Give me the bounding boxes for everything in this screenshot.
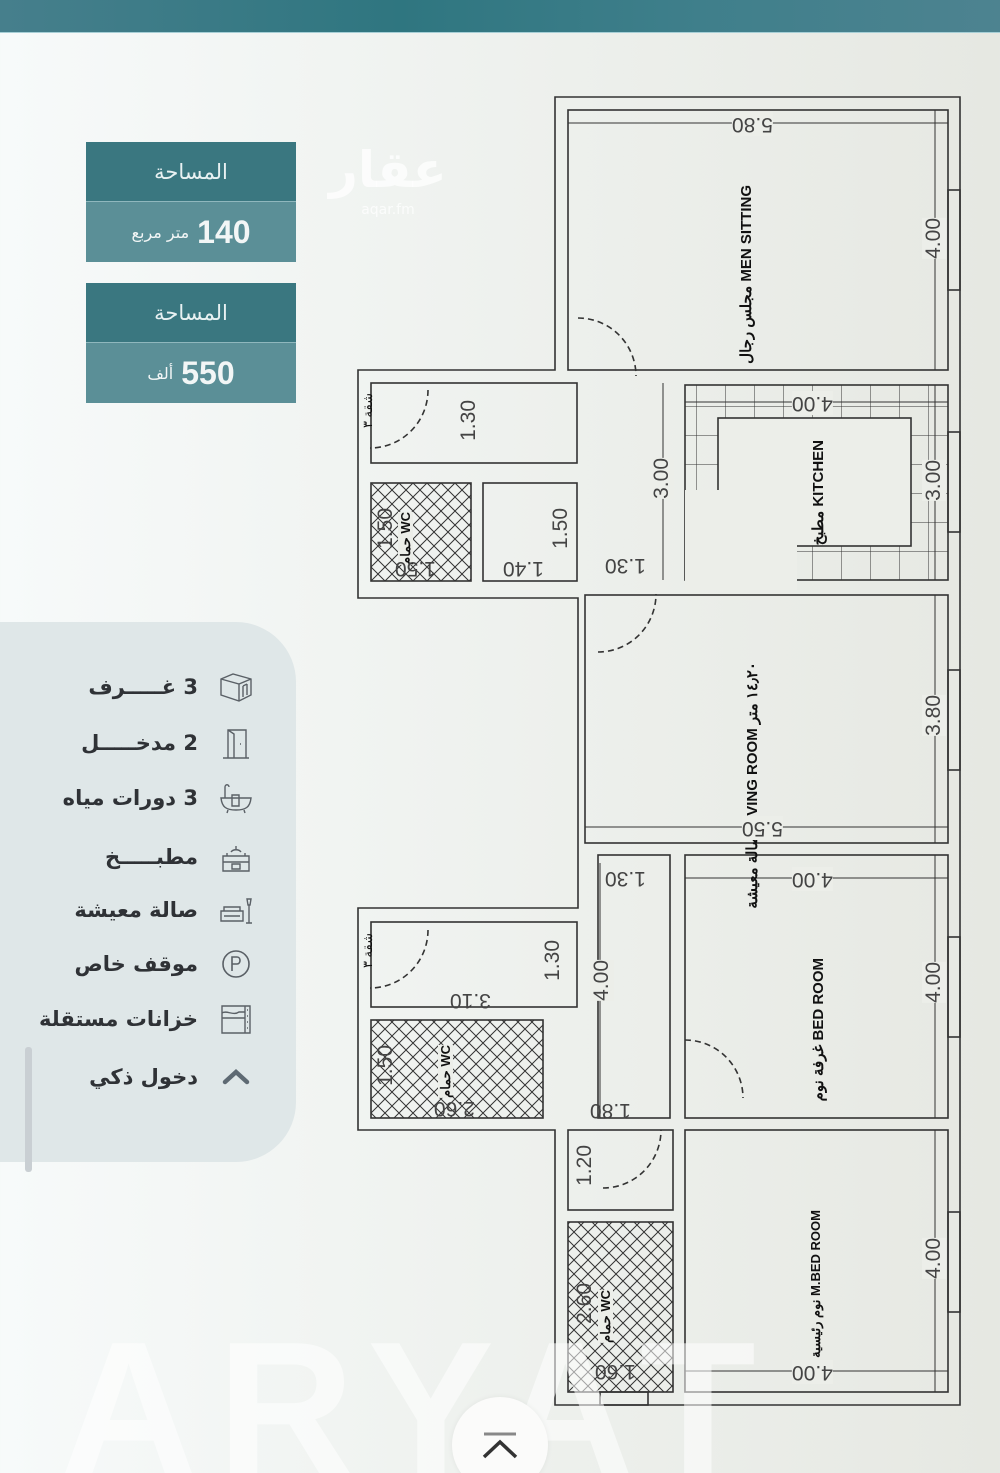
sofa-icon xyxy=(218,892,254,928)
chevron-up-icon[interactable] xyxy=(218,1059,254,1095)
dim-shaft1-depth: 1.30 xyxy=(457,400,480,441)
price-card-value: 550 ألف xyxy=(86,343,296,403)
dim-corridor-width: 1.30 xyxy=(605,867,646,890)
water-tank-icon xyxy=(218,1001,254,1037)
scrollbar-thumb[interactable] xyxy=(25,1047,32,1172)
feature-rooms: 3 غـــــرف xyxy=(88,667,254,707)
watermark-logo: عقار aqar.fm xyxy=(329,141,447,218)
scroll-to-top-button[interactable] xyxy=(452,1397,548,1473)
dim-wc1-width: 1.50 xyxy=(395,557,436,580)
price-card: المساحة 550 ألف xyxy=(86,283,296,403)
dim-hall-width: 1.40 xyxy=(503,557,544,580)
dim-shaft2-width: 3.10 xyxy=(450,989,491,1012)
scroll-to-top-icon xyxy=(482,1432,518,1459)
dim-men-width: 5.80 xyxy=(732,112,773,136)
dim-entry-width: 1.30 xyxy=(605,554,646,577)
dim-passage-width: 1.80 xyxy=(590,1099,631,1122)
feature-living-room: صالة معيشة xyxy=(74,890,254,930)
dim-shaft2-depth: 1.30 xyxy=(541,940,564,981)
room-men-sitting: مجلس رجال MEN SITTING xyxy=(738,185,755,364)
feature-parking: موقف خاص xyxy=(74,944,254,984)
area-card: المساحة 140 متر مربع xyxy=(86,142,296,262)
shaft-label-1: شقة ٣ xyxy=(360,393,375,429)
dim-hall-depth: 1.50 xyxy=(549,508,572,549)
dim-lobby-depth: 1.20 xyxy=(573,1145,596,1186)
room-kitchen: مطبخ KITCHEN xyxy=(810,440,827,546)
dim-wc3-depth: 2.60 xyxy=(573,1283,596,1324)
header-bar xyxy=(0,0,1000,33)
dim-living-width: 5.50 xyxy=(742,816,783,840)
dim-master-width: 4.00 xyxy=(792,1360,833,1384)
shaft-label-2: شقة ٣ xyxy=(360,933,375,969)
dim-wc2-width: 2.60 xyxy=(434,1097,475,1120)
parking-icon xyxy=(218,946,254,982)
feature-entrances: 2 مدخـــــل xyxy=(81,723,254,763)
dim-corridor-depth: 4.00 xyxy=(590,960,614,1001)
room-wc-3: حمام WC xyxy=(598,1290,613,1343)
room-wc-2: حمام WC xyxy=(438,1045,453,1098)
feature-smart-entry[interactable]: دخول ذكي xyxy=(89,1057,254,1097)
dim-wc2-depth: 1.50 xyxy=(374,1045,397,1086)
kitchen-icon xyxy=(218,839,254,875)
dim-wc3-width: 1.60 xyxy=(595,1360,636,1383)
feature-kitchen: مطبـــــخ xyxy=(105,837,254,877)
room-living: صالة معيشة LIVING ROOM ١٤٫٢٠ متر xyxy=(744,662,761,909)
dim-entry-depth: 3.00 xyxy=(650,458,674,499)
dim-bedroom-depth: 4.00 xyxy=(922,962,946,1003)
dim-wc1-depth: 1.50 xyxy=(374,508,397,549)
dim-kitchen-depth: 3.00 xyxy=(922,460,946,501)
dim-men-depth: 4.00 xyxy=(922,218,946,259)
room-icon xyxy=(218,669,254,705)
dim-living-depth: 3.80 xyxy=(922,695,946,736)
area-card-value: 140 متر مربع xyxy=(86,202,296,262)
price-card-header: المساحة xyxy=(86,283,296,343)
dim-master-depth: 4.00 xyxy=(922,1238,946,1279)
features-panel: 3 غـــــرف 2 مدخـــــل 3 دورات مياه مطبـ… xyxy=(0,622,296,1172)
dim-kitchen-width: 4.00 xyxy=(792,391,833,415)
dim-bedroom-width: 4.00 xyxy=(792,867,833,891)
feature-water-tanks: خزانات مستقلة xyxy=(39,999,254,1039)
feature-bathrooms: 3 دورات مياه xyxy=(63,778,254,818)
bathtub-icon xyxy=(218,780,254,816)
door-icon xyxy=(218,725,254,761)
room-bedroom: غرفة نوم BED ROOM xyxy=(810,958,827,1102)
area-card-header: المساحة xyxy=(86,142,296,202)
room-master-bedroom: نوم رئيسية M.BED ROOM xyxy=(808,1210,823,1358)
